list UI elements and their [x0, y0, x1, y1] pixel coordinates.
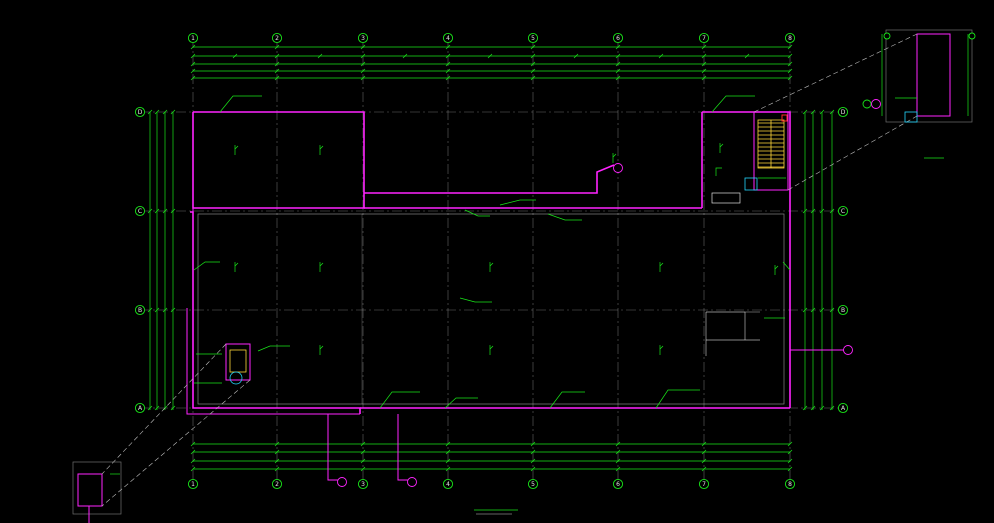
- axis-bubble-bottom-1-label: 1: [191, 481, 195, 488]
- stair-core-top-right: [711, 111, 789, 204]
- axis-bubble-top-7-label: 7: [702, 35, 706, 42]
- axis-bubble-left-A: A: [134, 402, 146, 414]
- axis-bubble-right-B: B: [837, 304, 849, 316]
- axis-bubble-top-4: 4: [442, 32, 454, 44]
- axis-bubble-bottom-5: 5: [527, 478, 539, 490]
- detail-view-top-right: [753, 29, 973, 191]
- bottom-dimension-chain: [193, 443, 790, 470]
- right-dimension-chain: [804, 112, 833, 410]
- axis-bubble-bottom-2-label: 2: [275, 481, 279, 488]
- index-bubbles: [337, 99, 881, 487]
- axis-bubble-right-D: D: [837, 106, 849, 118]
- axis-bubble-left-B: B: [134, 304, 146, 316]
- sheet-title-block: [474, 509, 518, 515]
- axis-bubble-top-2: 2: [271, 32, 283, 44]
- axis-bubble-top-5: 5: [527, 32, 539, 44]
- axis-bubble-left-B-label: B: [138, 307, 142, 314]
- axis-bubble-bottom-6: 6: [612, 478, 624, 490]
- axis-bubble-right-A-label: A: [841, 405, 846, 412]
- axis-bubble-right-A: A: [837, 402, 849, 414]
- grid-lines: [140, 38, 843, 484]
- axis-bubble-top-1: 1: [187, 32, 199, 44]
- axis-bubble-top-1-label: 1: [191, 35, 195, 42]
- axis-bubble-top-5-label: 5: [531, 35, 535, 42]
- dimension-ticks: [147, 44, 835, 472]
- top-dimension-chain: [193, 46, 790, 79]
- axis-bubble-left-D-label: D: [138, 109, 143, 116]
- leader-callouts: [193, 95, 791, 409]
- detail-view-bottom-left: [72, 343, 251, 523]
- axis-bubble-top-8-label: 8: [788, 35, 792, 42]
- axis-bubble-left-D: D: [134, 106, 146, 118]
- axis-bubble-bottom-3: 3: [357, 478, 369, 490]
- axis-bubble-top-3: 3: [357, 32, 369, 44]
- axis-bubble-top-4-label: 4: [446, 35, 450, 42]
- left-dimension-chain: [149, 112, 174, 410]
- axis-bubble-right-C: C: [837, 205, 849, 217]
- exterior-walls: [186, 111, 848, 481]
- axis-bubble-top-3-label: 3: [361, 35, 365, 42]
- axis-bubble-right-D-label: D: [841, 109, 846, 116]
- column-markers: [234, 143, 779, 355]
- axis-bubble-bottom-3-label: 3: [361, 481, 365, 488]
- axis-bubble-left-C: C: [134, 205, 146, 217]
- axis-bubble-bottom-4-label: 4: [446, 481, 450, 488]
- axis-bubble-bottom-7: 7: [698, 478, 710, 490]
- axis-bubble-top-8: 8: [784, 32, 796, 44]
- axis-bubble-bottom-5-label: 5: [531, 481, 535, 488]
- axis-bubble-bottom-1: 1: [187, 478, 199, 490]
- stair-core-bottom-left: [225, 343, 251, 385]
- axis-bubble-top-6: 6: [612, 32, 624, 44]
- axis-bubble-left-C-label: C: [138, 208, 142, 215]
- axis-bubble-top-7: 7: [698, 32, 710, 44]
- axis-bubble-bottom-2: 2: [271, 478, 283, 490]
- axis-bubble-right-B-label: B: [841, 307, 845, 314]
- axis-bubble-bottom-8-label: 8: [788, 481, 792, 488]
- axis-bubble-top-2-label: 2: [275, 35, 279, 42]
- axis-bubble-left-A-label: A: [138, 405, 143, 412]
- axis-bubble-bottom-6-label: 6: [616, 481, 620, 488]
- axis-bubble-bottom-4: 4: [442, 478, 454, 490]
- axis-bubble-top-6-label: 6: [616, 35, 620, 42]
- axis-bubble-bottom-7-label: 7: [702, 481, 706, 488]
- axis-bubble-right-C-label: C: [841, 208, 845, 215]
- interior-lines: [197, 213, 785, 405]
- axis-bubble-bottom-8: 8: [784, 478, 796, 490]
